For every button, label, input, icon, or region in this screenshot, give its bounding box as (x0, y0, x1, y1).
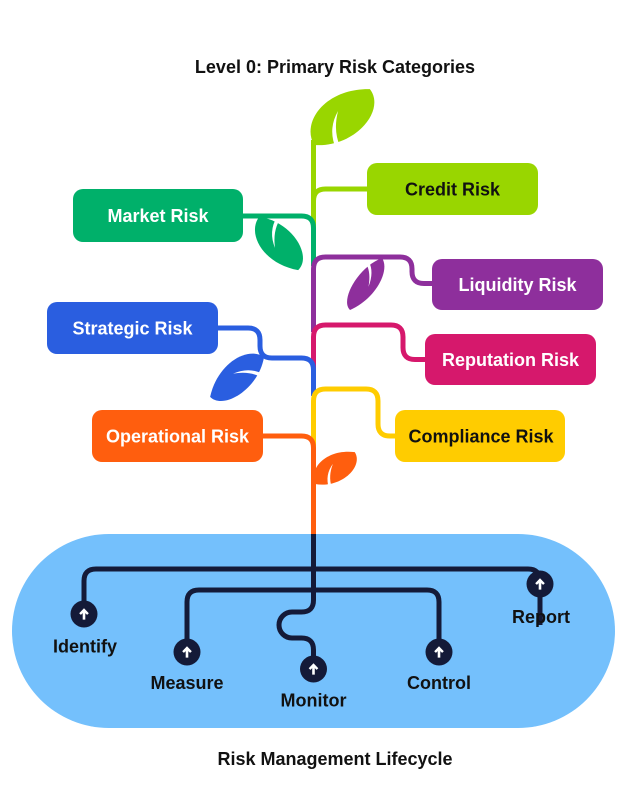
risk-box-market-label: Market Risk (107, 206, 209, 226)
risk-box-reputation-background (425, 334, 596, 385)
leaf-icons (210, 89, 385, 489)
leaf-notch (232, 370, 264, 378)
arrow-up-icon (308, 663, 319, 675)
arrow-up-icon (434, 646, 444, 658)
risk-box-credit-label: Credit Risk (405, 180, 501, 200)
liquidity-branch-connector (311, 254, 432, 332)
risk-box-operational-background (92, 410, 263, 462)
measure-control-connector (184, 587, 442, 652)
strategic-branch-connector (218, 325, 316, 396)
market-branch-connector (243, 213, 316, 266)
lifecycle-stem-connector (276, 534, 316, 669)
risk-box-market-background (73, 189, 243, 242)
diagram-title: Level 0: Primary Risk Categories (195, 57, 475, 77)
risk-box-strategic-label: Strategic Risk (72, 319, 193, 339)
liquidity-leaf-icon (347, 258, 385, 310)
market-leaf-icon (254, 216, 303, 271)
risk-box-reputation: Reputation Risk (425, 334, 596, 385)
leaf-notch (332, 110, 341, 150)
leaf-notch (366, 261, 372, 287)
risk-box-compliance: Compliance Risk (395, 410, 565, 462)
operational-leaf-icon (313, 451, 357, 489)
risk-box-compliance-background (395, 410, 565, 462)
leaf-notch (327, 463, 333, 489)
compliance-branch-connector (311, 386, 395, 448)
risk-box-credit-background (367, 163, 538, 215)
lifecycle-node-identify (70, 600, 98, 628)
risk-box-reputation-label: Reputation Risk (442, 350, 580, 370)
arrow-up-icon (79, 608, 89, 620)
risk-box-strategic: Strategic Risk (47, 302, 218, 354)
risk-box-liquidity-background (432, 259, 603, 310)
lifecycle-node-measure (173, 638, 201, 666)
risk-tree-stem (218, 140, 432, 534)
leaf-notch (272, 216, 280, 248)
lifecycle-panel (12, 534, 615, 728)
risk-box-credit: Credit Risk (367, 163, 538, 215)
risk-box-operational-label: Operational Risk (106, 427, 250, 447)
operational-branch-connector (263, 433, 316, 534)
lifecycle-node-report (526, 570, 554, 598)
risk-box-compliance-label: Compliance Risk (408, 427, 554, 447)
leaf-blade (313, 451, 357, 485)
arrow-up-icon (535, 578, 545, 590)
lifecycle-label-monitor: Monitor (281, 691, 347, 711)
leaf-blade (310, 89, 375, 146)
credit-branch-connector (311, 140, 367, 230)
lifecycle-node-monitor (300, 655, 327, 683)
reputation-branch-connector (311, 322, 425, 373)
arrow-up-icon (182, 646, 192, 658)
risk-box-market: Market Risk (73, 189, 243, 242)
lifecycle-label-measure: Measure (150, 673, 223, 693)
risk-box-liquidity-label: Liquidity Risk (458, 275, 577, 295)
strategic-leaf-icon (210, 353, 264, 402)
risk-box-operational: Operational Risk (92, 410, 263, 462)
lifecycle-label-report: Report (512, 607, 570, 627)
risk-box-strategic-background (47, 302, 218, 354)
leaf-blade (347, 258, 385, 310)
lifecycle-title: Risk Management Lifecycle (217, 749, 452, 769)
lifecycle-node-control (425, 638, 453, 666)
lifecycle-label-control: Control (407, 673, 471, 693)
leaf-blade (210, 353, 264, 402)
lifecycle-label-identify: Identify (53, 637, 117, 657)
risk-box-liquidity: Liquidity Risk (432, 259, 603, 310)
leaf-blade (254, 217, 303, 271)
credit-leaf-icon (310, 89, 375, 150)
